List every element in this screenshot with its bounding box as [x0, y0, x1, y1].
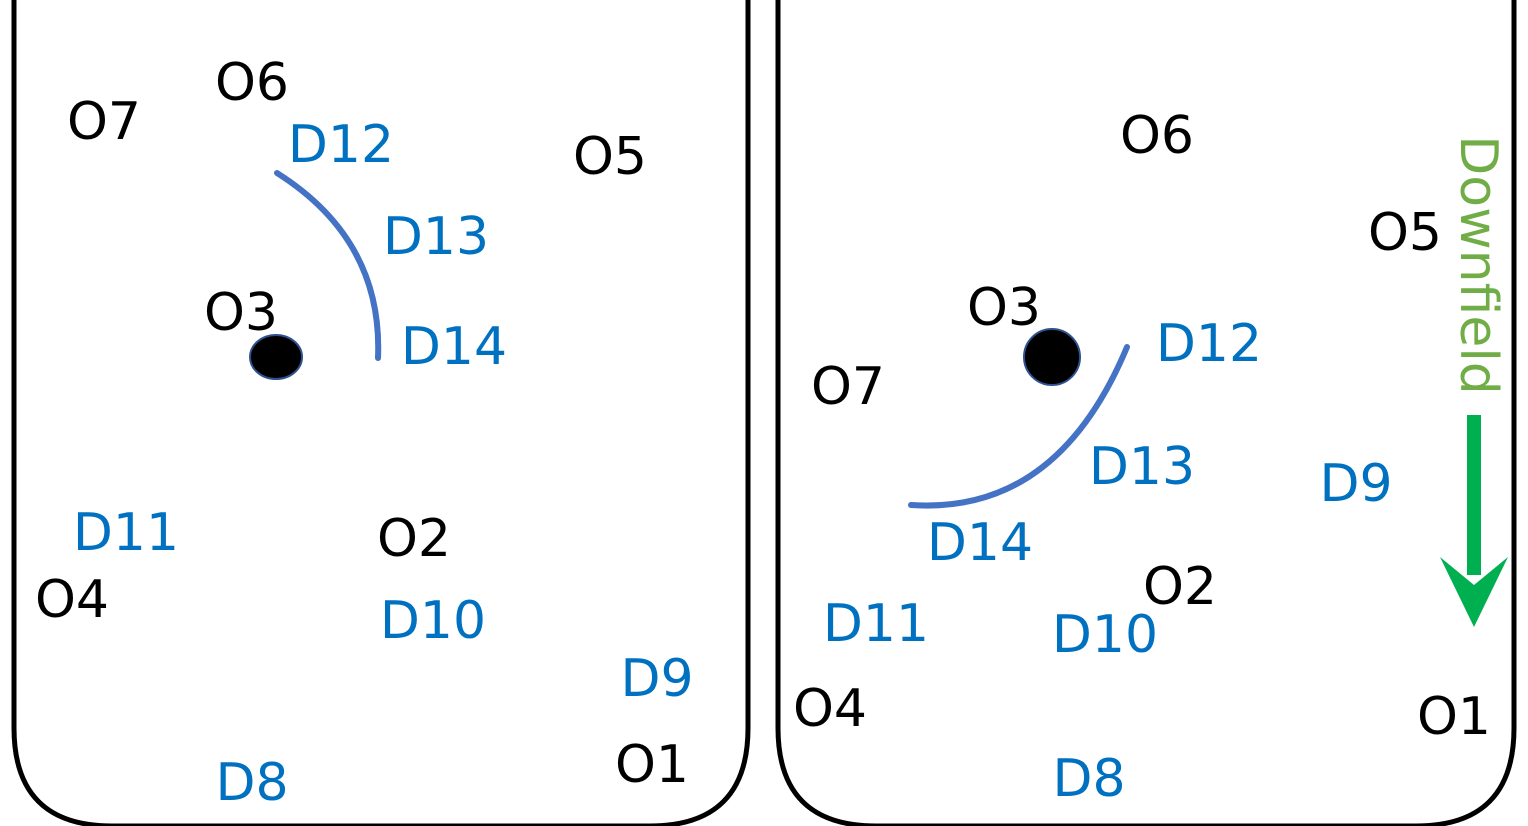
- left-offense-label-o5: O5: [573, 127, 647, 187]
- left-ball-marker: [249, 334, 303, 380]
- left-defense-label-d8: D8: [215, 753, 288, 813]
- right-offense-label-o6: O6: [1120, 106, 1194, 166]
- right-defense-label-d14: D14: [927, 513, 1033, 573]
- right-coverage-arc: [908, 344, 1130, 509]
- left-offense-label-o3: O3: [204, 283, 278, 343]
- right-ball-marker: [1023, 328, 1081, 386]
- left-defense-label-d13: D13: [383, 207, 489, 267]
- left-offense-label-o1: O1: [615, 735, 689, 795]
- left-coverage-arc: [274, 170, 382, 361]
- left-offense-label-o7: O7: [67, 92, 141, 152]
- right-offense-label-o4: O4: [793, 679, 867, 739]
- right-field-outline: [775, 0, 1517, 826]
- downfield-label: Downfield: [1448, 135, 1508, 395]
- left-offense-label-o2: O2: [377, 509, 451, 569]
- right-defense-label-d9: D9: [1319, 454, 1392, 514]
- left-field-panel: [11, 0, 751, 826]
- left-defense-label-d9: D9: [620, 649, 693, 709]
- left-defense-label-d11: D11: [73, 503, 179, 563]
- right-offense-label-o2: O2: [1143, 557, 1217, 617]
- right-defense-label-d10: D10: [1052, 605, 1158, 665]
- right-defense-label-d12: D12: [1156, 314, 1262, 374]
- left-offense-label-o6: O6: [215, 53, 289, 113]
- right-defense-label-d8: D8: [1052, 749, 1125, 809]
- left-offense-label-o4: O4: [35, 570, 109, 630]
- left-defense-label-d14: D14: [401, 317, 507, 377]
- right-defense-label-d11: D11: [823, 594, 929, 654]
- right-defense-label-d13: D13: [1089, 437, 1195, 497]
- right-offense-label-o3: O3: [967, 278, 1041, 338]
- left-defense-label-d12: D12: [288, 115, 394, 175]
- downfield-indicator: Downfield: [1440, 135, 1508, 627]
- right-offense-label-o7: O7: [811, 357, 885, 417]
- right-offense-label-o5: O5: [1368, 203, 1442, 263]
- left-field-outline: [11, 0, 751, 826]
- down-arrow-icon: [1440, 415, 1508, 627]
- right-offense-label-o1: O1: [1417, 687, 1491, 747]
- left-defense-label-d10: D10: [380, 591, 486, 651]
- right-field-panel: [775, 0, 1517, 826]
